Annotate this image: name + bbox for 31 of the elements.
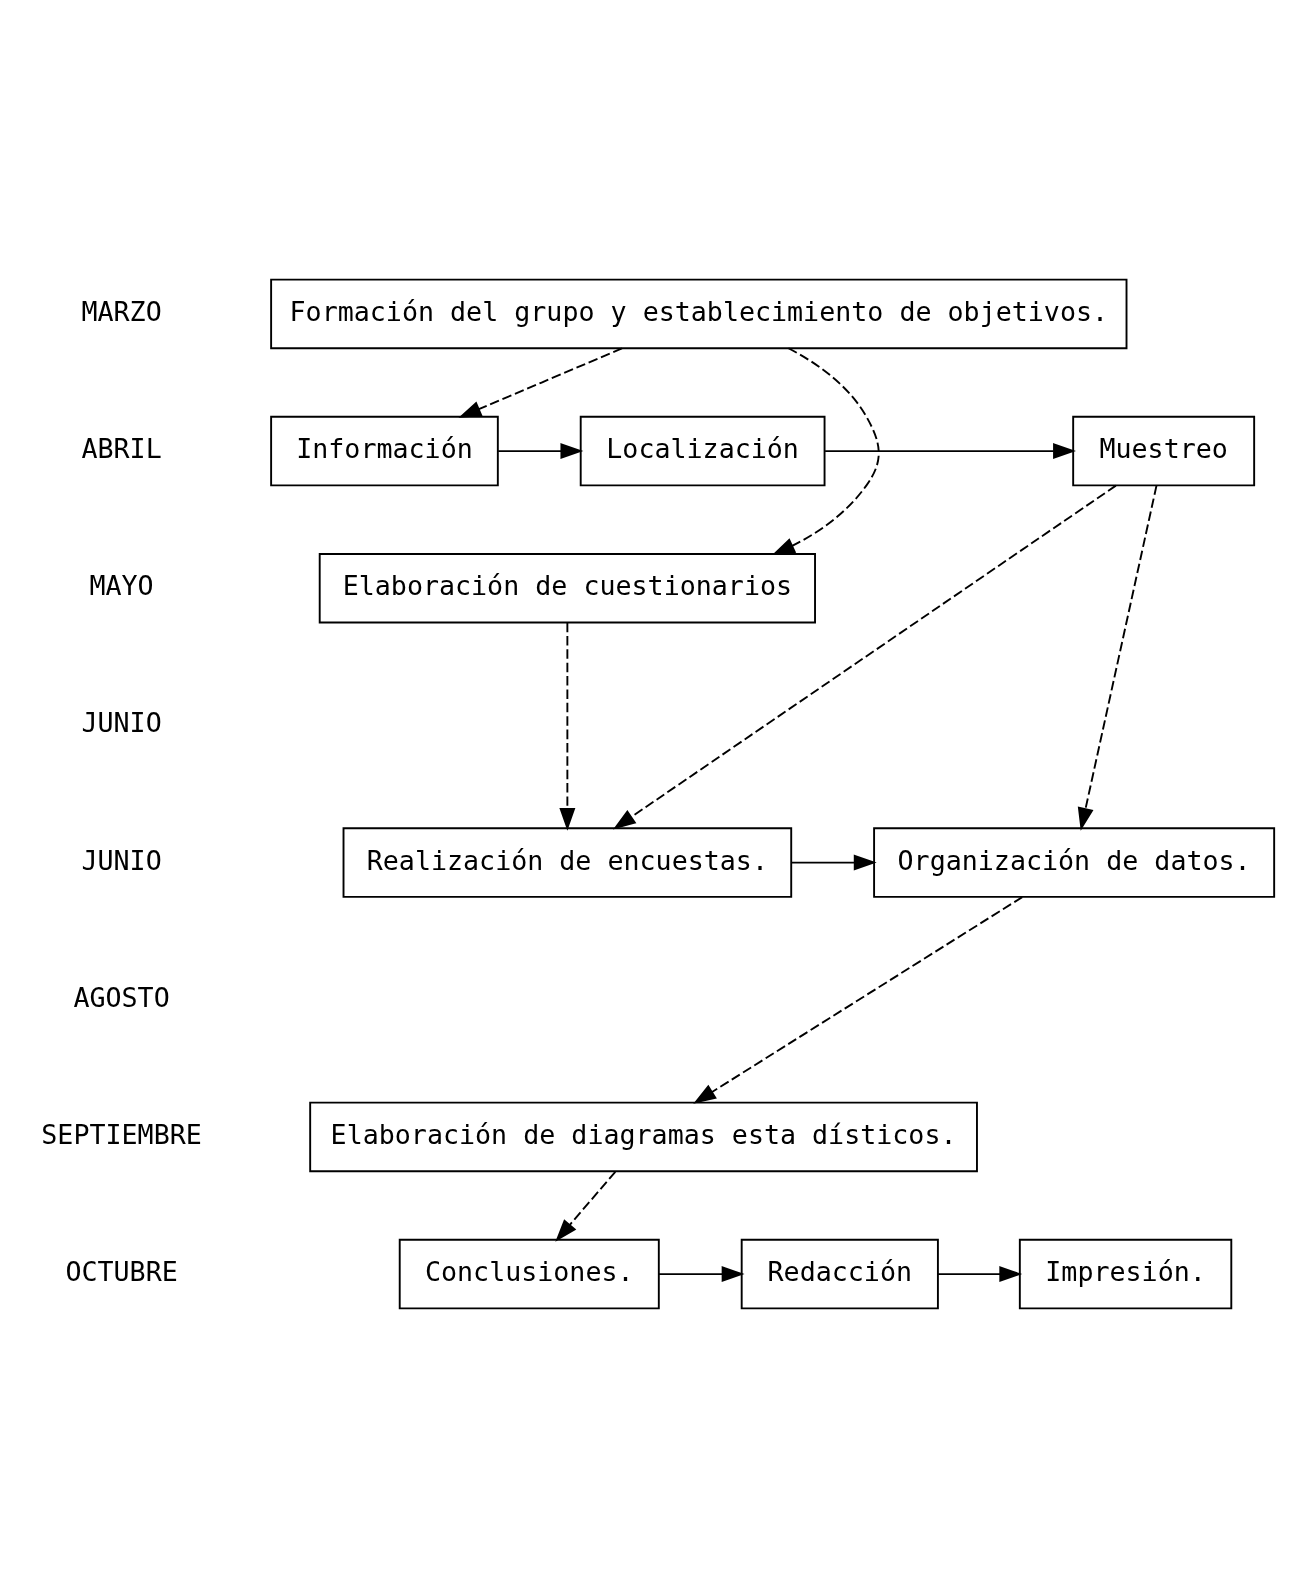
arrow — [937, 1265, 1023, 1282]
arrow — [824, 442, 1076, 459]
label: JUNIO — [81, 706, 162, 738]
arrow — [559, 621, 576, 831]
label: SEPTIEMBRE — [41, 1118, 202, 1150]
node-box: Información — [270, 415, 499, 486]
arrow — [772, 346, 880, 555]
label: JUNIO — [81, 844, 162, 876]
node-box: Conclusiones. — [398, 1238, 660, 1309]
node-box: Formación del grupo y establecimiento de objetivos. — [270, 278, 1128, 349]
node-box: Muestreo — [1072, 415, 1256, 486]
arrow — [693, 895, 1024, 1104]
arrow — [555, 1170, 617, 1242]
node-box: Organización de datos. — [873, 826, 1276, 898]
node-box: Localización — [579, 415, 826, 486]
arrow — [1077, 484, 1158, 831]
arrow — [497, 442, 584, 459]
arrow — [790, 854, 877, 871]
node-box: Elaboración de cuestionarios — [318, 552, 816, 623]
label: AGOSTO — [73, 981, 170, 1013]
arrow — [458, 346, 623, 418]
label: ABRIL — [81, 432, 162, 464]
node-box: Elaboración de diagramas esta dísticos. — [309, 1101, 978, 1172]
node-box: Impresión. — [1018, 1238, 1233, 1309]
node-box: Realización de encuestas. — [342, 826, 793, 898]
label: MAYO — [89, 569, 154, 601]
arrow — [613, 484, 1117, 829]
label: OCTUBRE — [65, 1255, 178, 1287]
label: MARZO — [81, 295, 162, 327]
node-box: Redacción — [740, 1238, 939, 1309]
arrow — [658, 1265, 745, 1282]
